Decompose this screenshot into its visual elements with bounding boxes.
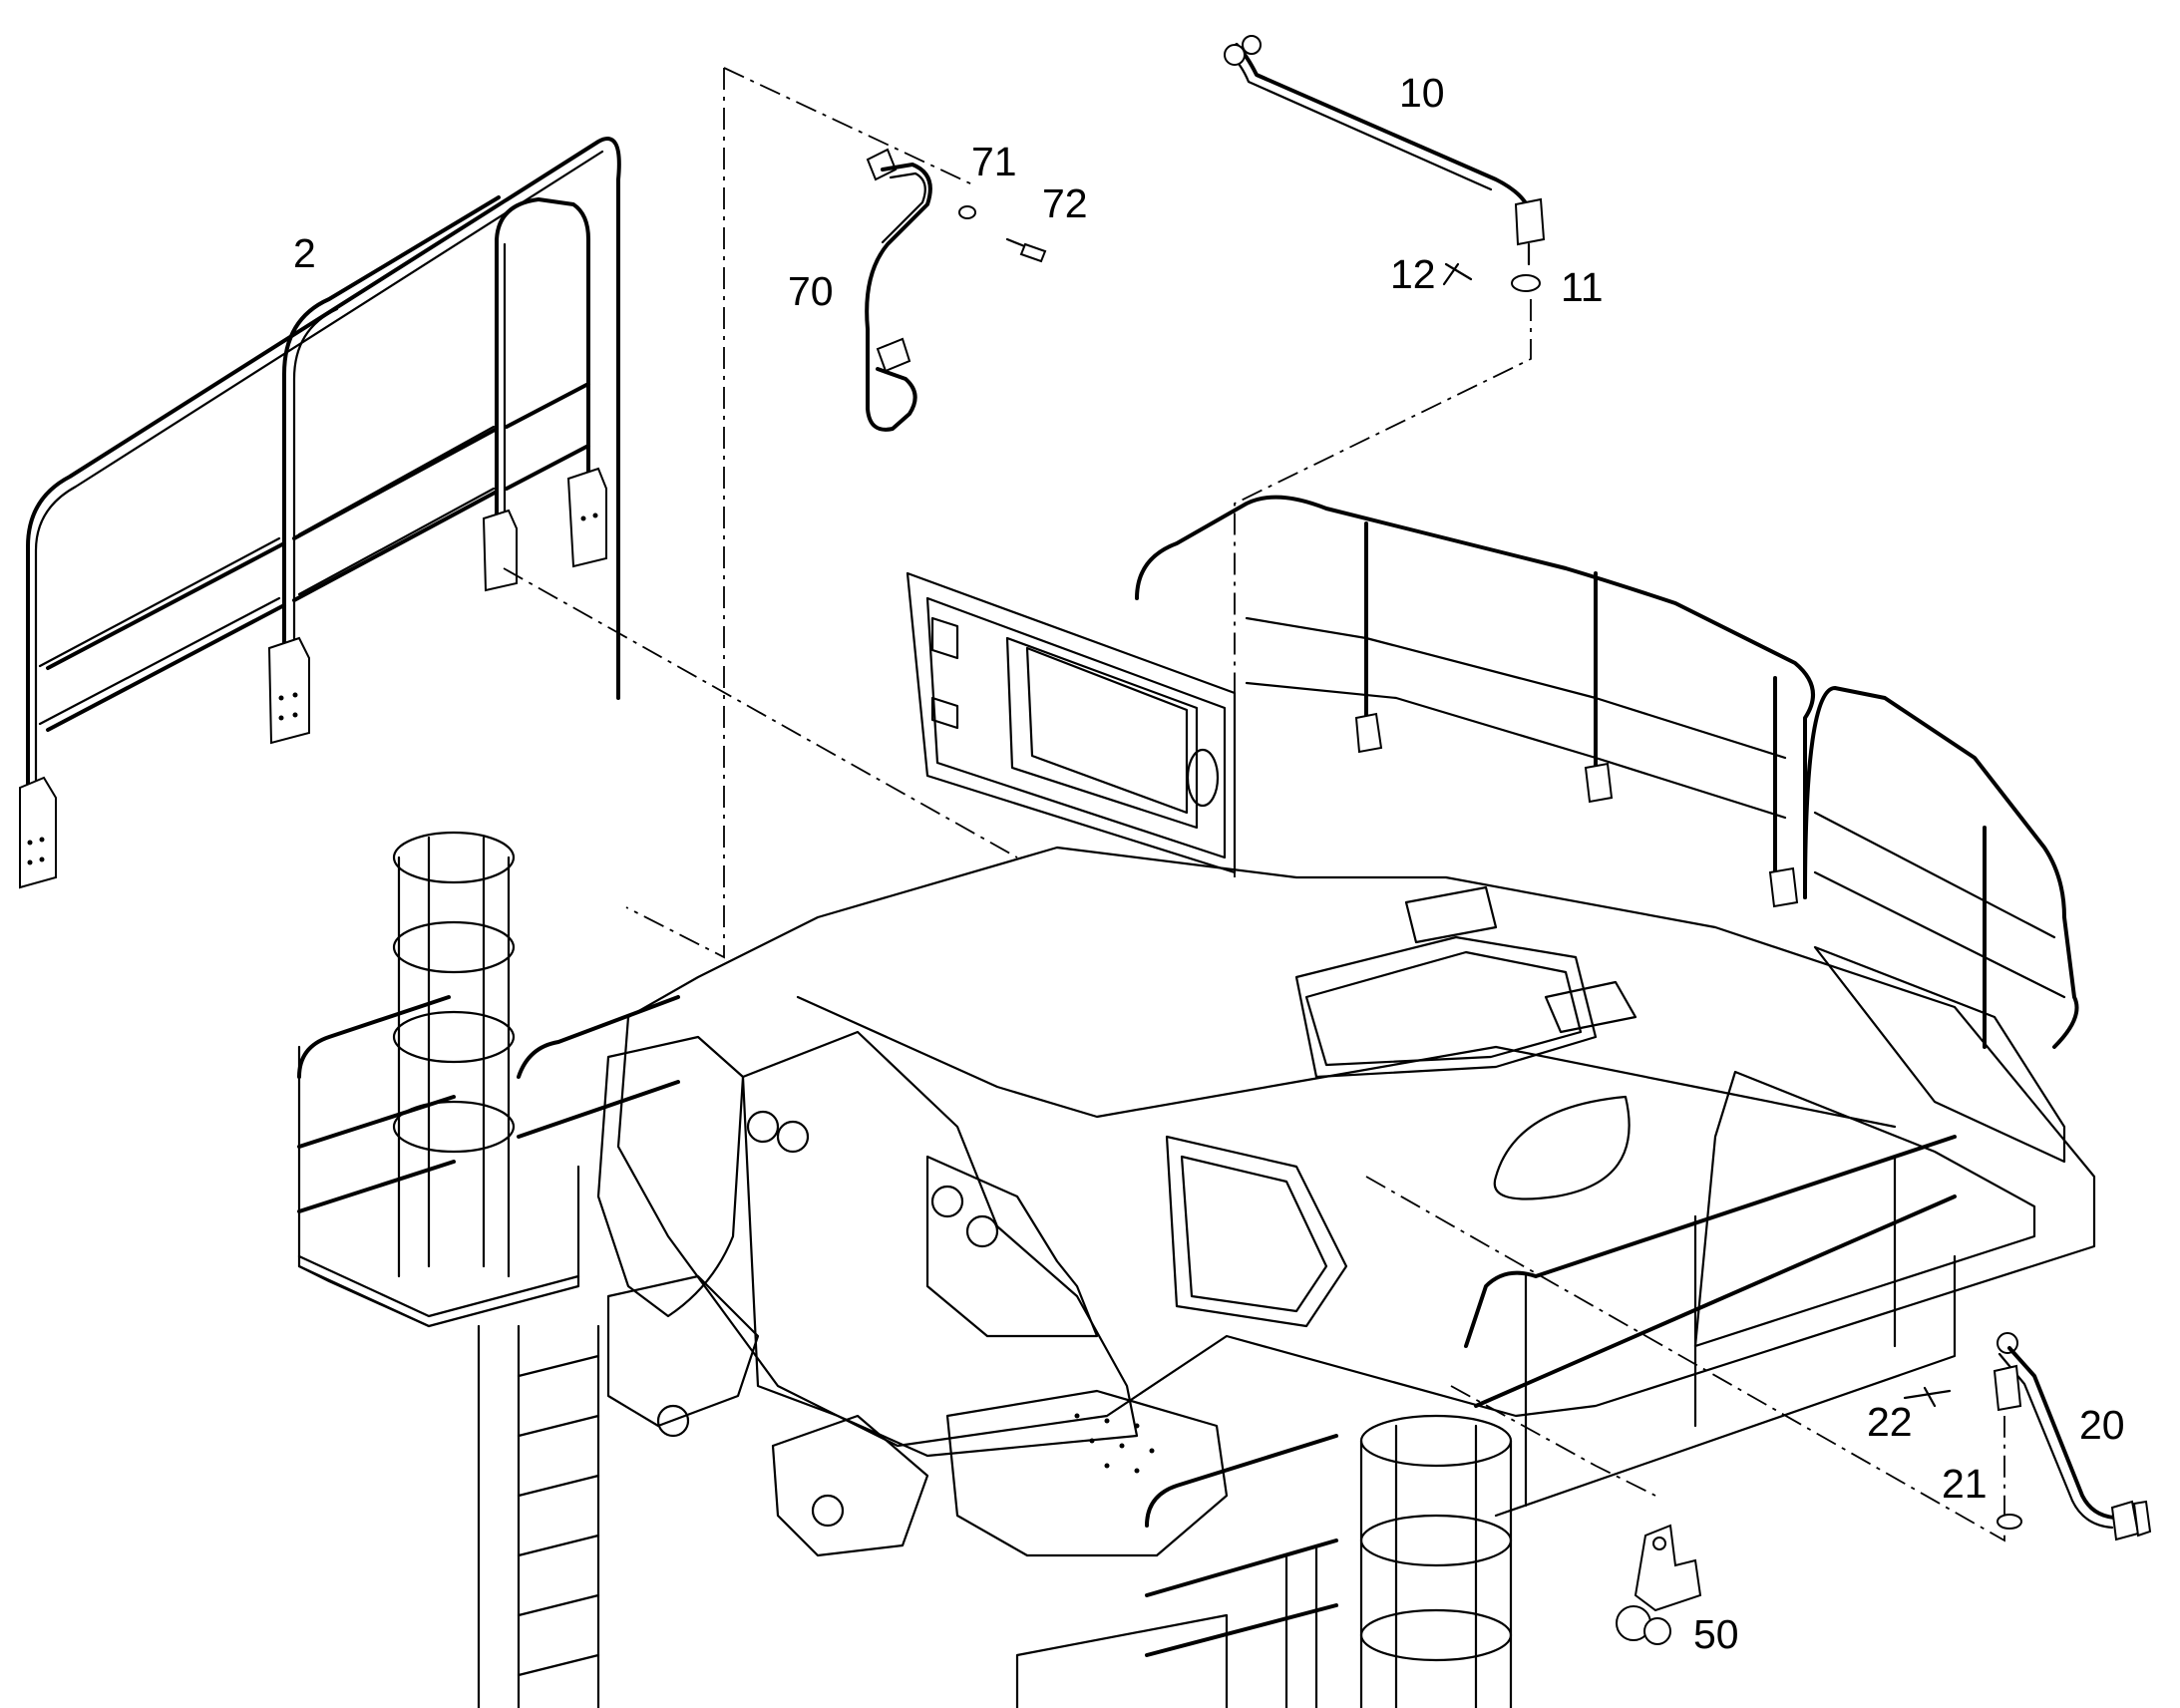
callout-50: 50 (1693, 1611, 1739, 1657)
callout-2: 2 (293, 230, 316, 276)
callout-70: 70 (788, 268, 834, 314)
boom-frame (596, 1030, 1229, 1557)
left-ladder-platform (297, 831, 680, 1708)
right-ladder-platform (1015, 1414, 1513, 1708)
grab-handle-part-70 (865, 148, 1047, 432)
callout-10: 10 (1399, 70, 1445, 116)
right-platform-railing (1135, 495, 2079, 1049)
roller-bracket-part-50 (1616, 1524, 1702, 1645)
callout-72: 72 (1042, 180, 1088, 226)
right-walkway-railing (1464, 1135, 1957, 1518)
corner-rail-part-10 (1224, 35, 1546, 292)
door-panel (906, 571, 1237, 874)
callout-21: 21 (1942, 1461, 1988, 1507)
main-frame (616, 846, 2096, 1448)
handrail-section-part-2 (19, 137, 621, 889)
callout-11: 11 (1561, 264, 1604, 310)
assembly-lines (503, 67, 2005, 1542)
callout-20: 20 (2079, 1402, 2125, 1448)
callout-12: 12 (1390, 251, 1436, 297)
callout-22: 22 (1867, 1399, 1913, 1445)
corner-rail-part-20 (1903, 1332, 2152, 1541)
callout-71: 71 (971, 139, 1017, 184)
